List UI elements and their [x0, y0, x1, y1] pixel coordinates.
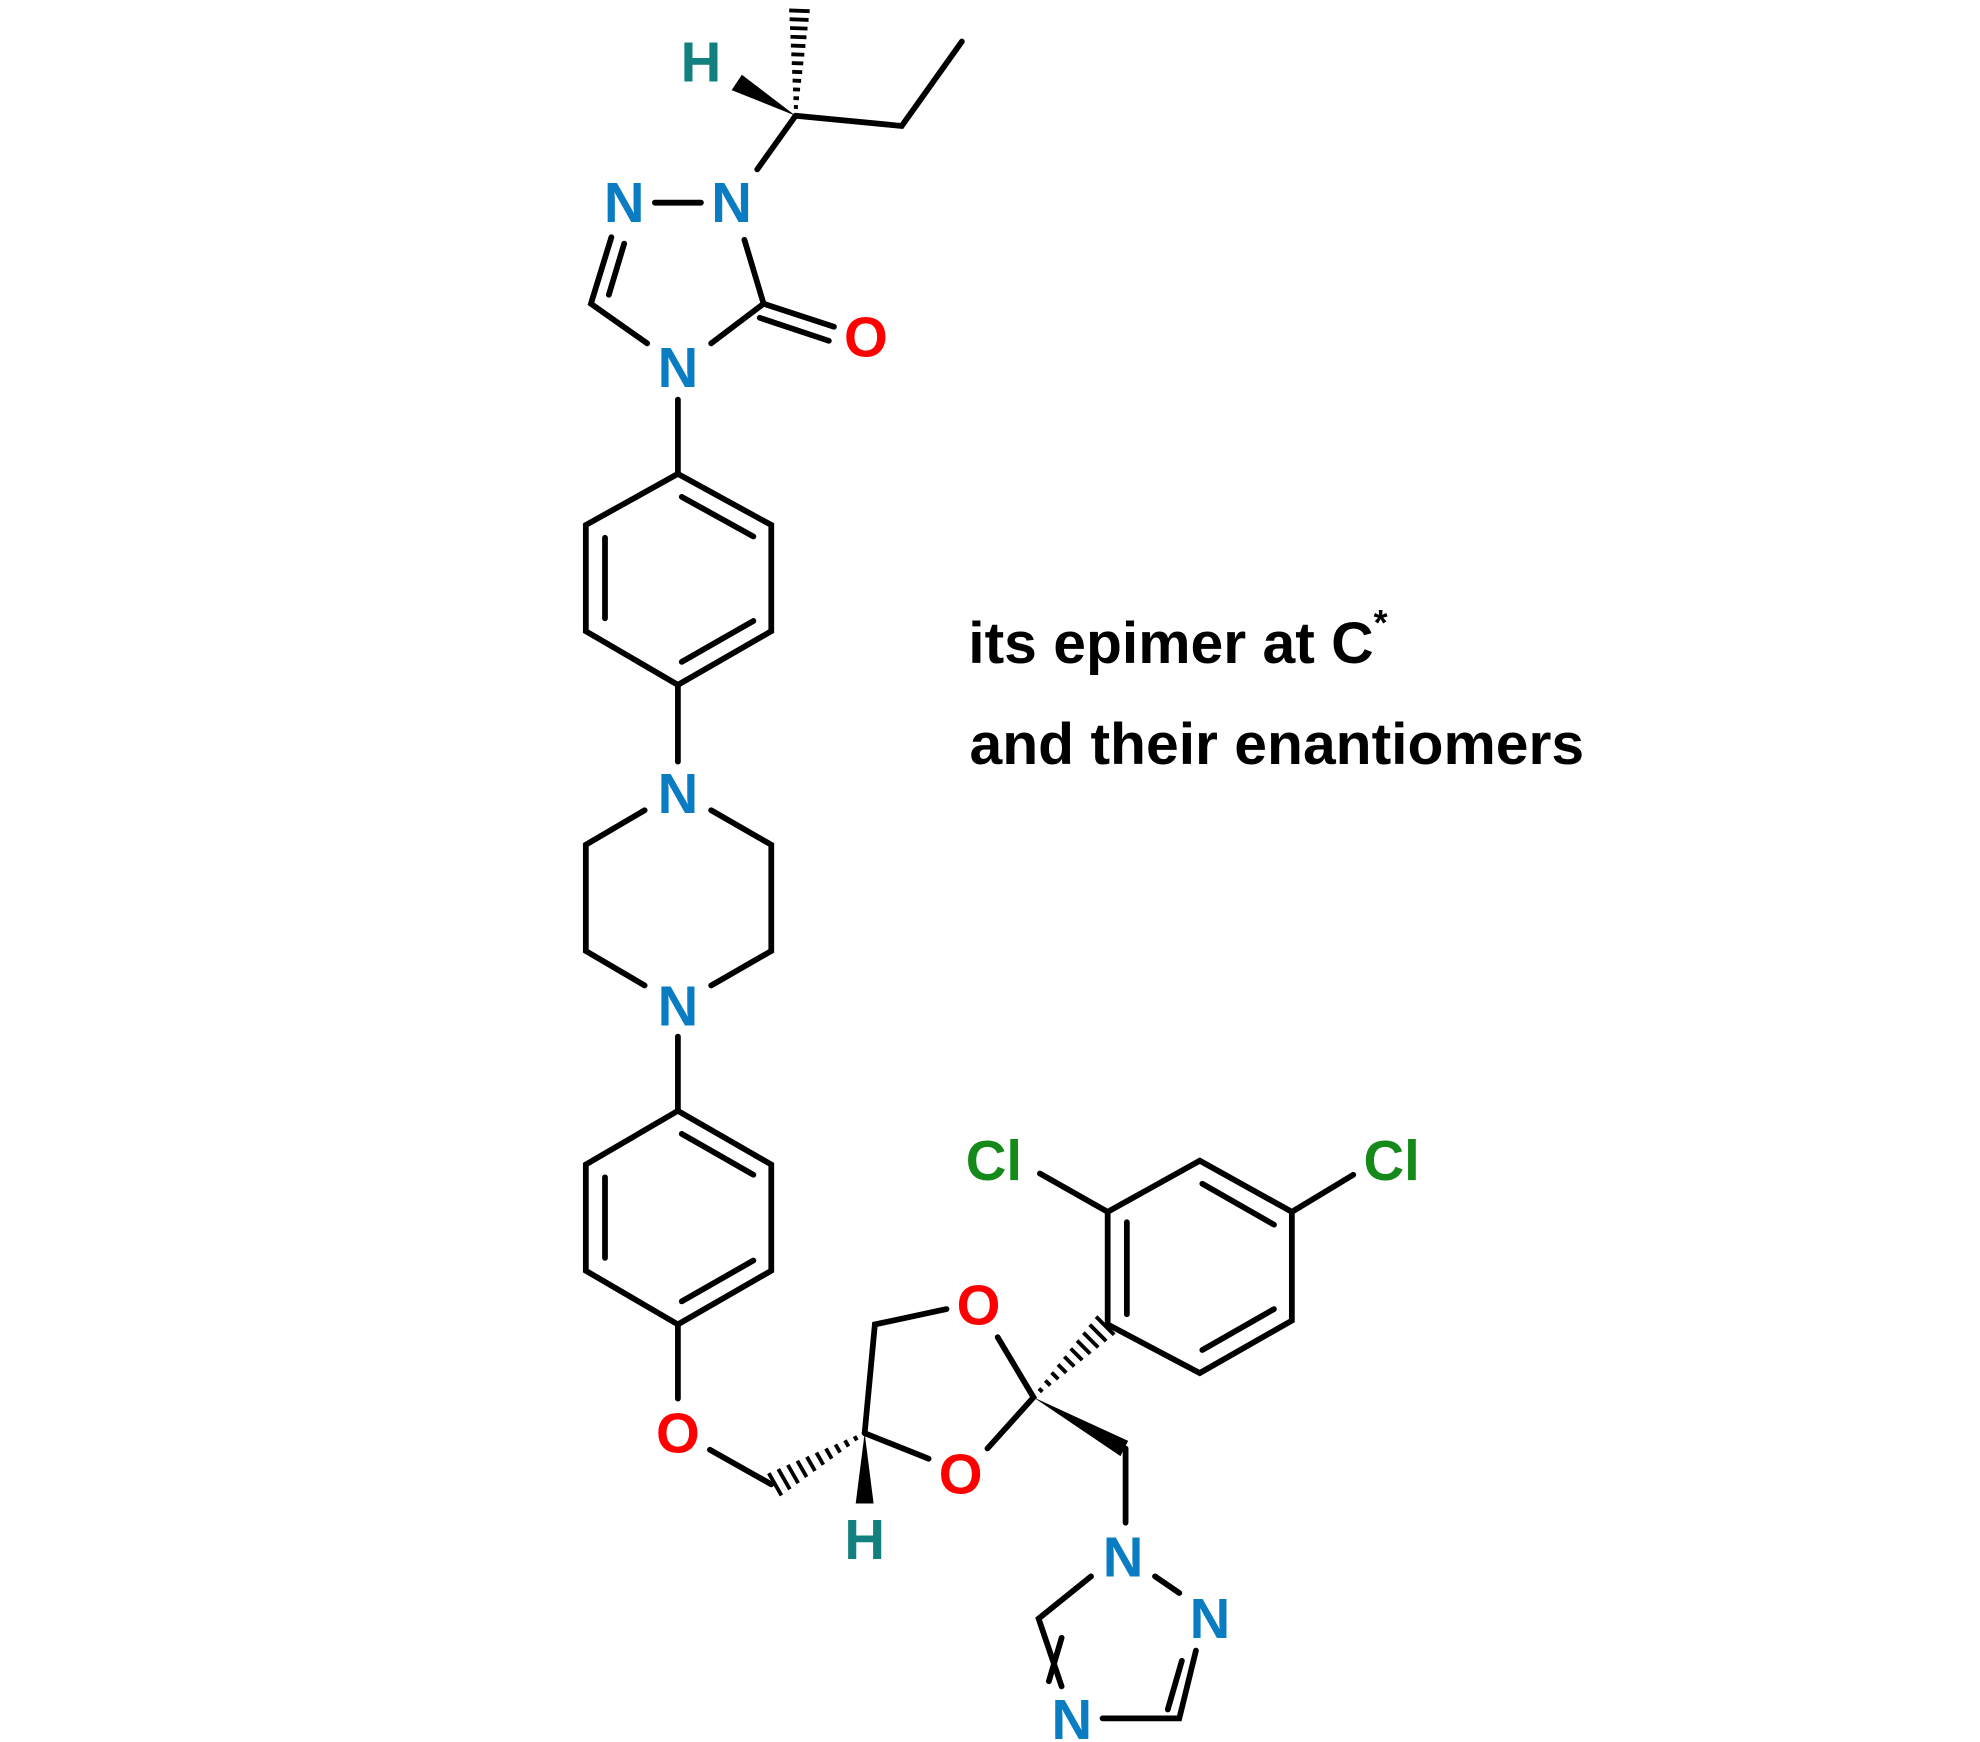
- atom-n: N: [1190, 1587, 1231, 1650]
- atom-o: O: [844, 305, 888, 368]
- atom-o: O: [656, 1402, 700, 1465]
- atom-n: N: [604, 171, 645, 234]
- hash-bond-c2: [1031, 1315, 1116, 1400]
- hash-line: [789, 8, 810, 14]
- bonds: [582, 8, 1357, 1722]
- hash-line: [1050, 1371, 1060, 1381]
- caption-superscript: *: [1374, 603, 1388, 643]
- caption-line-1-text: its epimer at C: [968, 611, 1373, 676]
- atom-n: N: [711, 171, 752, 234]
- hash-line: [1062, 1355, 1076, 1368]
- hash-line: [843, 1439, 851, 1448]
- caption-line-1: its epimer at C*: [968, 603, 1387, 676]
- hash-line: [790, 34, 807, 40]
- atom-n: N: [658, 974, 699, 1037]
- hash-line: [795, 1459, 809, 1479]
- atom-o: O: [939, 1443, 983, 1506]
- atom-labels: H N N N O N N O O O H Cl Cl N N N: [604, 30, 1420, 1742]
- caption-line-2: and their enantiomers: [970, 712, 1585, 777]
- hash-line: [852, 1435, 859, 1442]
- atom-n: N: [1103, 1526, 1144, 1589]
- atom-cl: Cl: [966, 1129, 1022, 1192]
- hash-line: [824, 1447, 834, 1460]
- atom-n: N: [658, 336, 699, 399]
- hash-line: [776, 1468, 792, 1491]
- atom-n: N: [658, 762, 699, 825]
- hash-line: [1082, 1331, 1100, 1349]
- hash-line: [1043, 1379, 1052, 1387]
- atom-h: H: [844, 1508, 885, 1571]
- wedge-bond: [731, 74, 796, 116]
- hash-bond-c4: [767, 1431, 867, 1497]
- atom-h: H: [681, 30, 722, 93]
- atom-n: N: [1052, 1688, 1093, 1742]
- hash-bond-top: [789, 8, 810, 118]
- hash-line: [1088, 1323, 1108, 1343]
- hash-line: [805, 1455, 817, 1472]
- wedge-bond-h: [855, 1433, 874, 1504]
- hash-line: [1075, 1339, 1092, 1356]
- hash-line: [814, 1451, 826, 1466]
- hash-line: [1037, 1387, 1044, 1394]
- hash-line: [1069, 1347, 1084, 1362]
- wedge-bond-ch2: [1033, 1397, 1129, 1457]
- hash-line: [1056, 1363, 1068, 1375]
- atom-o: O: [957, 1274, 1001, 1337]
- hash-line: [786, 1464, 800, 1485]
- hash-line: [789, 17, 809, 22]
- hash-line: [790, 43, 806, 48]
- hash-line: [789, 26, 808, 31]
- atom-cl: Cl: [1363, 1129, 1419, 1192]
- hash-line: [767, 1472, 784, 1497]
- hash-line: [833, 1443, 842, 1454]
